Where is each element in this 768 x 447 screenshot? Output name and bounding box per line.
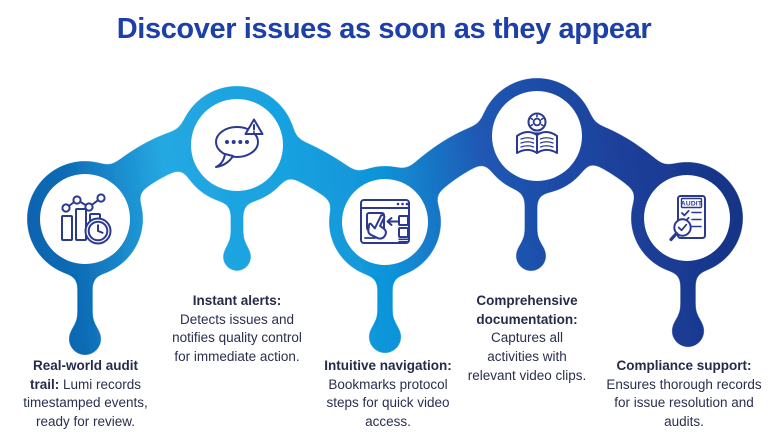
drip-bulb-3 (369, 321, 401, 353)
step-body-3: Bookmarks protocol steps for quick video… (326, 376, 450, 429)
step-body-4: Captures all activities with relevant vi… (467, 330, 587, 383)
page-title: Discover issues as soon as they appear (116, 13, 652, 45)
step-heading-1: Real-world audit trail: (29, 358, 138, 392)
audit-checklist-icon: AUDIT (669, 195, 706, 242)
drip-bulb-5 (672, 315, 704, 347)
step-caption-5: Compliance support: Ensures thorough rec… (604, 357, 764, 432)
step-heading-2: Instant alerts: (192, 293, 282, 308)
drip-bulb-2 (223, 243, 251, 271)
audit-doc-label: AUDIT (681, 200, 702, 207)
step-caption-4: Comprehensive documentation: Captures al… (467, 292, 587, 385)
navigation-window-icon (360, 199, 410, 244)
step-heading-4: Comprehensive documentation: (476, 293, 578, 327)
step-heading-3: Intuitive navigation: (324, 358, 452, 373)
step-caption-3: Intuitive navigation: Bookmarks protocol… (313, 357, 463, 432)
step-body-1: Lumi records timestamped events, ready f… (23, 376, 148, 429)
step-caption-2: Instant alerts: Detects issues and notif… (172, 292, 302, 367)
step-body-5: Ensures thorough records for issue resol… (606, 376, 762, 429)
drip-bulb-4 (516, 241, 546, 271)
book-idea-icon (516, 112, 558, 154)
drip-bulb-1 (69, 323, 101, 355)
step-caption-1: Real-world audit trail: Lumi records tim… (18, 357, 153, 432)
step-body-2: Detects issues and notifies quality cont… (172, 311, 302, 364)
audit-trail-chart-icon (61, 193, 112, 245)
chat-alert-icon (215, 118, 264, 168)
step-heading-5: Compliance support: (616, 358, 752, 373)
